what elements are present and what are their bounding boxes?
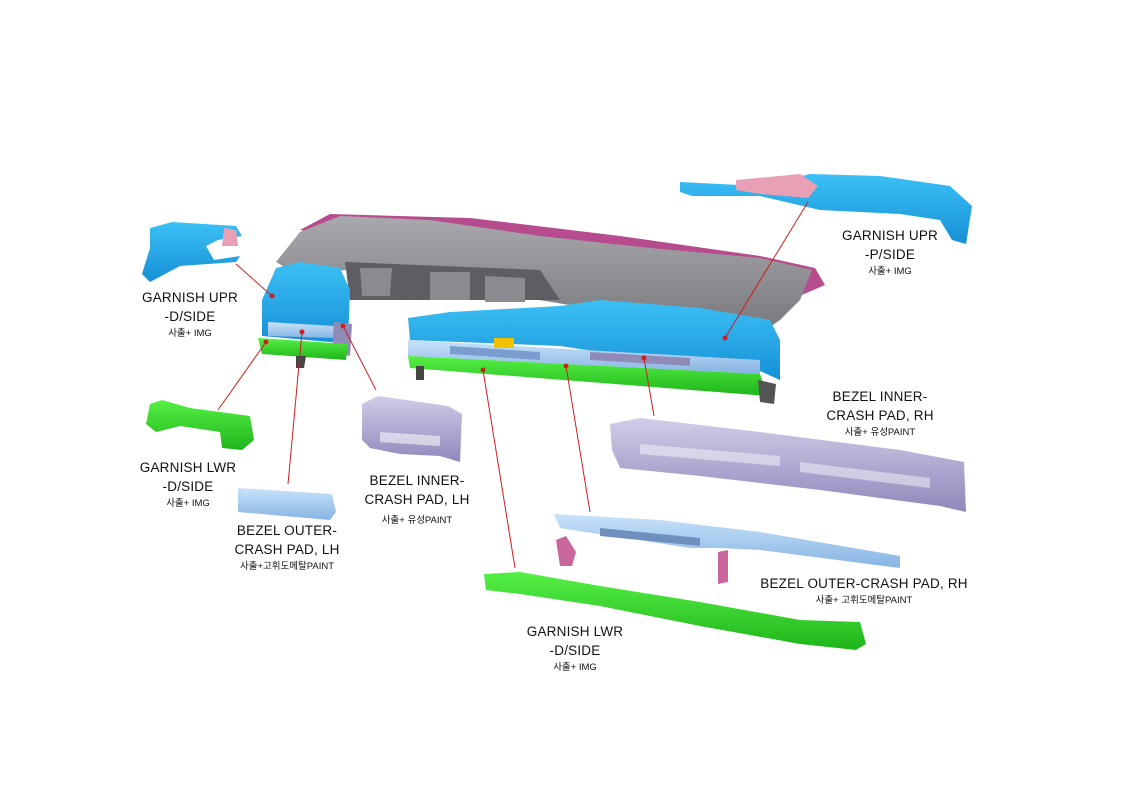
leader-lines bbox=[217, 201, 809, 569]
label-bezel-inner-rh: BEZEL INNER- CRASH PAD, RH 사출+ 유성PAINT bbox=[815, 387, 945, 441]
garnish-lwr-long-part-icon bbox=[484, 572, 866, 650]
label-garnish-lwr-d-left: GARNISH LWR -D/SIDE 사출+ IMG bbox=[128, 458, 248, 512]
label-process: 사출+ IMG bbox=[553, 662, 597, 673]
label-line: GARNISH LWR bbox=[139, 460, 237, 475]
label-line: -P/SIDE bbox=[864, 247, 916, 262]
label-process: 사출+ 고휘도메탈PAINT bbox=[815, 595, 913, 606]
bezel-outer-lh-part-icon bbox=[238, 488, 336, 520]
label-process: 사출+ IMG bbox=[868, 266, 912, 277]
label-line: CRASH PAD, LH bbox=[234, 542, 340, 557]
label-process: 사출+ 유성PAINT bbox=[844, 427, 916, 438]
label-process: 사출+ IMG bbox=[166, 498, 210, 509]
label-garnish-lwr-d-center: GARNISH LWR -D/SIDE 사출+ IMG bbox=[515, 622, 635, 676]
leader-dots bbox=[263, 293, 728, 373]
label-line: GARNISH UPR bbox=[842, 228, 938, 243]
label-process: 사출+ 유성PAINT bbox=[381, 515, 453, 526]
label-line: BEZEL INNER- bbox=[832, 389, 928, 404]
label-line: CRASH PAD, LH bbox=[364, 492, 470, 507]
label-bezel-inner-lh: BEZEL INNER- CRASH PAD, LH 사출+ 유성PAINT bbox=[352, 471, 482, 529]
label-process: 사출+ IMG bbox=[168, 328, 212, 339]
label-garnish-upr-d: GARNISH UPR -D/SIDE 사출+ IMG bbox=[130, 288, 250, 342]
label-line: CRASH PAD, RH bbox=[826, 408, 934, 423]
label-bezel-outer-lh: BEZEL OUTER- CRASH PAD, LH 사출+고휘도메탈PAINT bbox=[222, 521, 352, 575]
label-line: -D/SIDE bbox=[164, 309, 216, 324]
label-line: GARNISH LWR bbox=[526, 624, 624, 639]
label-garnish-upr-p: GARNISH UPR -P/SIDE 사출+ IMG bbox=[830, 226, 950, 280]
label-line: GARNISH UPR bbox=[142, 290, 238, 305]
garnish-lwr-d-part-icon bbox=[146, 400, 254, 450]
label-line: -D/SIDE bbox=[162, 479, 214, 494]
label-line: BEZEL OUTER- bbox=[236, 523, 338, 538]
label-line: -D/SIDE bbox=[549, 643, 601, 658]
bezel-outer-rh-part-icon bbox=[554, 514, 900, 584]
garnish-upr-p-part-icon bbox=[680, 174, 972, 244]
bezel-inner-lh-part-icon bbox=[362, 396, 462, 462]
garnish-upr-d-part-icon bbox=[142, 222, 242, 282]
label-line: BEZEL INNER- bbox=[369, 473, 465, 488]
label-line: BEZEL OUTER-CRASH PAD, RH bbox=[760, 576, 968, 591]
label-bezel-outer-rh: BEZEL OUTER-CRASH PAD, RH 사출+ 고휘도메탈PAINT bbox=[756, 574, 972, 609]
bezel-inner-rh-part-icon bbox=[610, 418, 966, 512]
crash-pad-assembly-icon bbox=[258, 214, 825, 404]
label-process: 사출+고휘도메탈PAINT bbox=[240, 561, 334, 572]
